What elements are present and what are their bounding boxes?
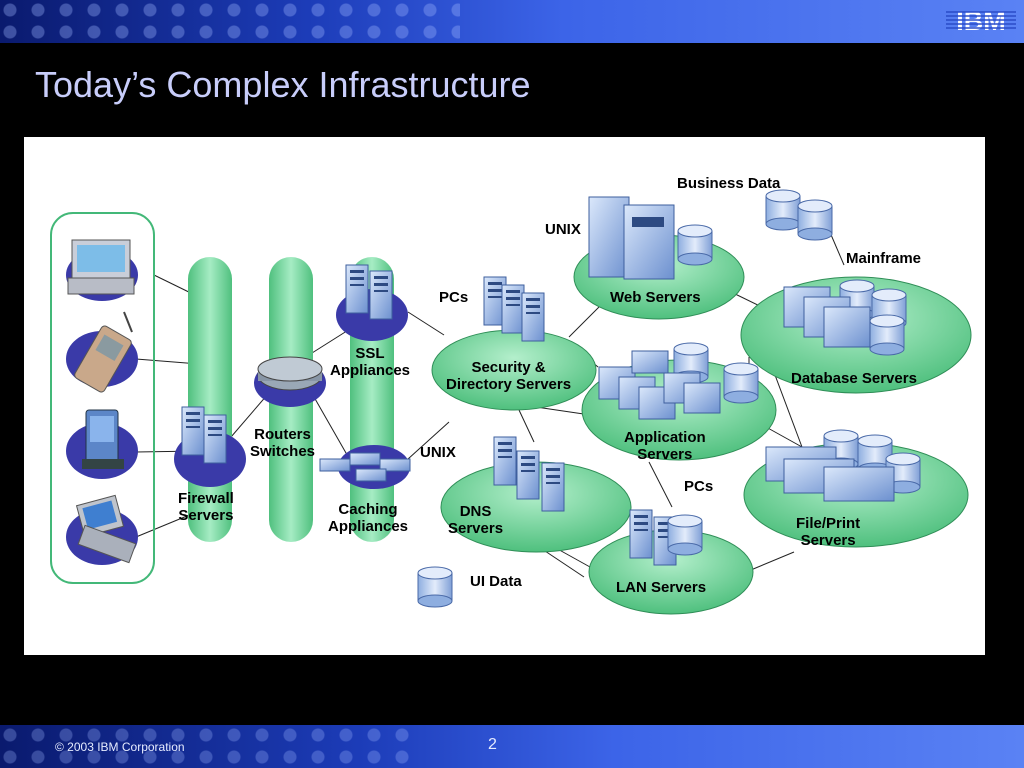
tablet-computer-icon (66, 494, 138, 565)
svg-text:IBM: IBM (956, 6, 1006, 36)
pcs-top-label: PCs (439, 289, 469, 306)
slide-title: Today’s Complex Infrastructure (35, 64, 531, 105)
dns-servers (440, 436, 632, 553)
unix-top-label: UNIX (545, 221, 581, 238)
mainframe-label: Mainframe (846, 250, 922, 267)
file-print-servers (743, 429, 969, 548)
firewall-servers-icon (174, 406, 246, 487)
web-servers (573, 196, 745, 320)
lan-servers-label: LAN Servers (616, 579, 707, 596)
infrastructure-diagram (50, 189, 972, 615)
ui-data-label: UI Data (470, 573, 522, 590)
caching-appliances-icon (319, 445, 411, 489)
client-devices-frame (50, 212, 155, 584)
mobile-phone-icon (66, 311, 138, 393)
web-servers-label: Web Servers (610, 289, 701, 306)
router-icon (254, 356, 326, 407)
ui-data-icon (417, 566, 453, 608)
header-bar: IBM (0, 0, 1024, 43)
unix-mid-label: UNIX (420, 444, 456, 461)
pcs-bottom-label: PCs (684, 478, 714, 495)
page-number: 2 (488, 736, 497, 753)
application-servers (581, 342, 777, 461)
security-directory-label: Security &Directory Servers (446, 359, 572, 393)
laptop-icon (66, 239, 138, 301)
business-data-label: Business Data (677, 175, 781, 192)
database-servers-label: Database Servers (791, 370, 917, 387)
database-servers (740, 276, 972, 394)
business-data-icon (765, 189, 833, 241)
footer-decoration (0, 725, 420, 768)
lan-servers (588, 509, 754, 615)
footer-bar (0, 725, 1024, 768)
header-decoration (0, 0, 460, 43)
pda-icon (66, 409, 138, 479)
security-directory-servers (431, 276, 597, 411)
copyright-text: © 2003 IBM Corporation (55, 740, 185, 754)
ssl-appliances-icon (336, 264, 408, 341)
ibm-logo: IBM (946, 6, 1016, 36)
